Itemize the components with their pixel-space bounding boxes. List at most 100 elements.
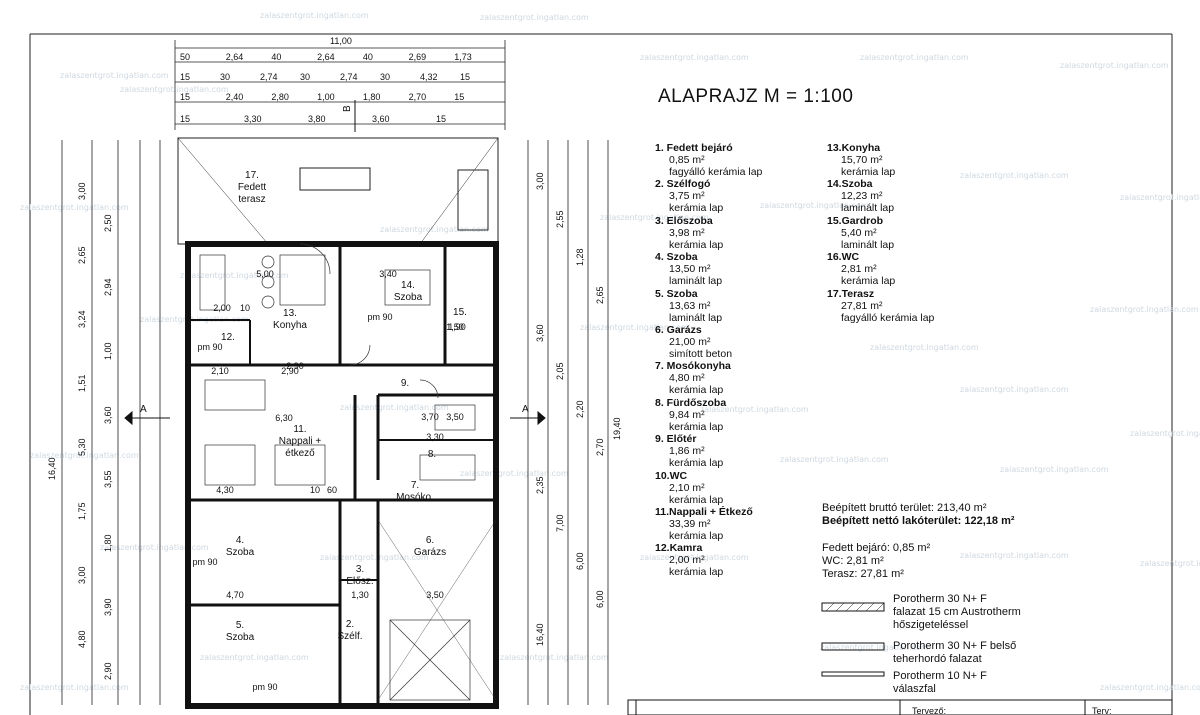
watermark-text: zalaszentgrot.ingatlan.com bbox=[640, 53, 749, 62]
room-entry-floor: kerámia lap bbox=[669, 384, 724, 397]
room-entry-name: 16.WC bbox=[827, 251, 860, 264]
dim-left-value: 3,55 bbox=[103, 470, 113, 488]
room-label-garage: 6. bbox=[426, 535, 434, 546]
section-a-right-label: A bbox=[522, 404, 529, 415]
legend-outer-line3: hőszigeteléssel bbox=[893, 619, 969, 631]
room-label-room5: 5. bbox=[236, 620, 244, 631]
room-entry-floor: simított beton bbox=[669, 348, 733, 360]
dim-left-value: 1,51 bbox=[77, 374, 87, 392]
room-labels: 17.Fedettterasz13.Konyha14.Szoba15.12.9.… bbox=[221, 170, 467, 643]
dim-top-value: 1,73 bbox=[454, 52, 472, 62]
room-entry-name: 15.Gardrob bbox=[827, 214, 884, 227]
inner-dimension: 2,90 bbox=[281, 366, 299, 376]
room-entry-area: 3,98 m² bbox=[669, 226, 705, 239]
room-entry-name: 6. Garázs bbox=[655, 324, 702, 336]
extra-areas: Fedett bejáró: 0,85 m² WC: 2,81 m² Teras… bbox=[822, 542, 930, 581]
section-b-label: B bbox=[342, 105, 353, 112]
watermark-text: zalaszentgrot.ingatlan.com bbox=[960, 385, 1069, 394]
dim-left-value: 4,80 bbox=[77, 630, 87, 648]
room-entry-name: 14.Szoba bbox=[827, 178, 873, 191]
room-entry-area: 9,84 m² bbox=[669, 408, 705, 421]
inner-dimension: 10 bbox=[240, 303, 250, 313]
gross-area: Beépített bruttó terület: 213,40 m² bbox=[822, 502, 987, 514]
room-entry-area: 27,81 m² bbox=[841, 299, 883, 312]
dim-right-value: 1,28 bbox=[575, 248, 585, 266]
dim-top-value: 2,80 bbox=[271, 92, 289, 102]
inner-dimension: 1,50 bbox=[446, 322, 464, 332]
inner-dimension: 6,30 bbox=[275, 413, 293, 423]
inner-dimension: pm 90 bbox=[367, 312, 392, 322]
room-entry-area: 5,40 m² bbox=[841, 226, 877, 239]
room-label-room14: 14. bbox=[401, 280, 415, 291]
inner-dimension: 5,00 bbox=[256, 269, 274, 279]
inner-dimension: 2,10 bbox=[211, 366, 229, 376]
titleblock-designer: Tervező: bbox=[912, 706, 946, 715]
dim-top-value: 2,70 bbox=[409, 92, 427, 102]
watermark-text: zalaszentgrot.ingatlan.com bbox=[100, 543, 209, 552]
dim-top-value: 50 bbox=[180, 52, 190, 62]
dim-top-value: 3,60 bbox=[372, 114, 390, 124]
dim-left-value: 3,00 bbox=[77, 566, 87, 584]
dim-top-value: 2,74 bbox=[260, 72, 278, 82]
watermark-text: zalaszentgrot.ingatlan.com bbox=[340, 403, 449, 412]
dim-total-width: 11,00 bbox=[330, 36, 352, 46]
dim-top-value: 3,30 bbox=[244, 114, 262, 124]
inner-dimension: 3,70 bbox=[421, 412, 439, 422]
room-label-room14: Szoba bbox=[394, 292, 423, 303]
room-entry-area: 4,80 m² bbox=[669, 372, 705, 385]
room-entry-name: 12.Kamra bbox=[655, 542, 703, 555]
room-label-kitchen: Konyha bbox=[273, 320, 307, 331]
watermark-text: zalaszentgrot.ingatlan.com bbox=[1000, 465, 1109, 474]
inner-dimension: 3,50 bbox=[446, 412, 464, 422]
room-entry-name: 5. Szoba bbox=[655, 287, 698, 300]
room-entry-area: 3,75 m² bbox=[669, 190, 705, 203]
room-label-terrace: 17. bbox=[245, 170, 259, 181]
titleblock-plan: Terv: bbox=[1092, 706, 1112, 715]
room-label-foyer: Elősz. bbox=[346, 576, 373, 587]
room-entry-area: 21,00 m² bbox=[669, 336, 711, 348]
dim-top-value: 1,80 bbox=[363, 92, 381, 102]
dim-left-value: 1,75 bbox=[77, 502, 87, 520]
dim-right-value: 2,35 bbox=[535, 476, 545, 494]
watermark-text: zalaszentgrot.ingatlan.com bbox=[1060, 61, 1169, 70]
room-entry-area: 13,50 m² bbox=[669, 263, 711, 276]
inner-dimension: 10 bbox=[310, 485, 320, 495]
room-entry-floor: laminált lap bbox=[669, 311, 723, 324]
watermark-text: zalaszentgrot.ingatlan.com bbox=[1100, 683, 1200, 692]
room-entry-name: 9. Előtér bbox=[655, 433, 697, 446]
room-entry-floor: kerámia lap bbox=[669, 202, 724, 215]
room-entry-name: 11.Nappali + Étkező bbox=[655, 506, 753, 518]
dim-right-total: 19,40 bbox=[612, 417, 622, 440]
legend-partition-line2: válaszfal bbox=[893, 683, 936, 695]
dim-top-value: 3,80 bbox=[308, 114, 326, 124]
dim-right-value: 16,40 bbox=[535, 623, 545, 646]
dim-left-value: 1,00 bbox=[103, 342, 113, 360]
dim-left-value: 3,24 bbox=[77, 310, 87, 328]
inner-dimension: 2,00 bbox=[213, 303, 231, 313]
dim-top-value: 30 bbox=[300, 72, 310, 82]
watermark-text: zalaszentgrot.ingatlan.com bbox=[20, 203, 129, 212]
dim-left-value: 2,50 bbox=[103, 214, 113, 232]
inner-dimension: 3,40 bbox=[379, 269, 397, 279]
room-label-terrace: terasz bbox=[238, 194, 265, 205]
legend-inner-line2: teherhordó falazat bbox=[893, 653, 982, 665]
watermark-text: zalaszentgrot.ingatlan.com bbox=[960, 171, 1069, 180]
room-entry-area: 12,23 m² bbox=[841, 190, 883, 203]
room-label-laundry: 7. bbox=[411, 480, 419, 491]
dim-right-value: 2,05 bbox=[555, 362, 565, 380]
room-entry-floor: kerámia lap bbox=[669, 420, 724, 433]
legend-inner-line1: Porotherm 30 N+ F belső bbox=[893, 640, 1017, 652]
dim-top-value: 30 bbox=[380, 72, 390, 82]
